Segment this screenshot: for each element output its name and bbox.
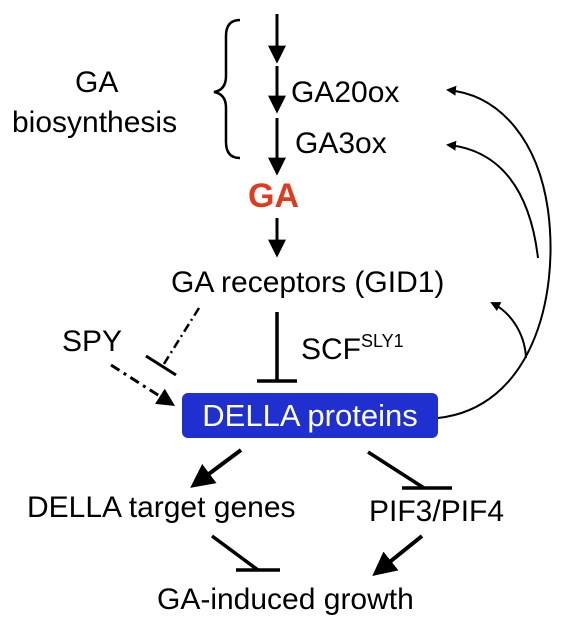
feedback-to-ga20ox	[437, 85, 552, 419]
della-proteins-label: DELLA proteins	[202, 397, 418, 433]
ga-label: GA	[248, 177, 299, 215]
spy-inhibit-bar	[145, 354, 177, 377]
ga-receptors-label: GA receptors (GID1)	[171, 266, 445, 299]
ga-induced-growth-label: GA-induced growth	[157, 583, 414, 616]
pif3-pif4-label: PIF3/PIF4	[369, 495, 505, 528]
feedback-to-ga3ox	[446, 140, 539, 259]
ga-biosynthesis-label-line2: biosynthesis	[12, 106, 178, 139]
ga-biosynthesis-label-line1: GA	[75, 66, 119, 99]
spy-label: SPY	[62, 325, 123, 358]
biosynthesis-brace	[213, 18, 241, 160]
della-to-target-arrow	[190, 448, 243, 488]
sly1-superscript: SLY1	[361, 331, 404, 351]
ga20ox-label: GA20ox	[291, 76, 400, 109]
della-inhibits-pif	[367, 450, 425, 490]
pif-to-growth-arrow	[372, 534, 424, 577]
feedback-to-receptor	[490, 302, 527, 359]
scf-sly1-label: SCFSLY1	[301, 332, 404, 366]
spy-to-della-dotted-arrow	[110, 363, 176, 406]
ga3ox-label: GA3ox	[295, 127, 387, 160]
receptor-inhibits-spy-dotted	[160, 307, 201, 368]
target-inhibits-growth	[210, 534, 260, 572]
della-proteins-box: DELLA proteins	[182, 393, 438, 438]
della-target-genes-label: DELLA target genes	[27, 491, 296, 524]
scf-label: SCF	[301, 333, 361, 366]
